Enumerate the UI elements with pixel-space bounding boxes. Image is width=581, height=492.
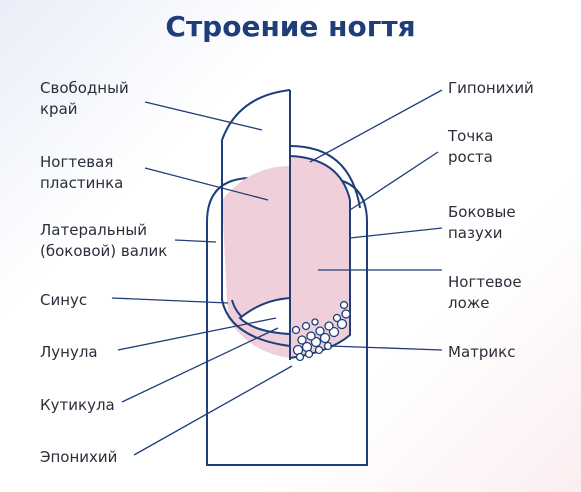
label-nail-plate: Ногтевая пластинка [40, 153, 124, 192]
label-sinus: Синус [40, 291, 88, 309]
label-matrix: Матрикс [448, 343, 516, 361]
label-eponychium: Эпонихий [40, 448, 118, 466]
label-hyponychium: Гипонихий [448, 79, 534, 97]
label-free-edge: Свободный край [40, 79, 129, 118]
label-lateral-fold: Латеральный (боковой) валик [40, 221, 168, 260]
label-nail-bed: Ногтевое ложе [448, 273, 522, 312]
label-lunula: Лунула [40, 343, 98, 361]
leader-lines [111, 89, 443, 456]
label-growth-point: Точка роста [448, 127, 494, 166]
lateral-groove-right [289, 145, 361, 209]
matrix-cells [291, 300, 351, 362]
label-lateral-grooves: Боковые пазухи [448, 203, 516, 242]
label-cuticle: Кутикула [40, 396, 115, 414]
diagram-title: Строение ногтя [165, 10, 416, 43]
